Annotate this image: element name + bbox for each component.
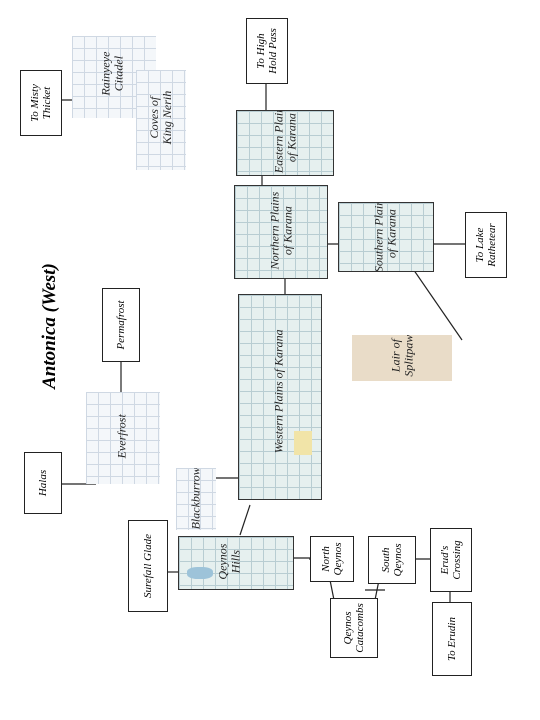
zone-northern-plains-of-karana[interactable]: Northern Plains of Karana <box>234 185 328 279</box>
zone-qeynos-hills[interactable]: Qeynos Hills <box>178 536 294 590</box>
link-qeynos-catacombs[interactable]: Qeynos Catacombs <box>330 598 378 658</box>
link-misty-thicket[interactable]: To Misty Thicket <box>20 70 62 136</box>
link-lake-rathetear[interactable]: To Lake Rathetear <box>465 212 507 278</box>
zone-label-everfrost: Everfrost <box>114 414 129 459</box>
map-title: Antonica (West) <box>39 263 60 389</box>
lake <box>187 567 213 579</box>
link-halas[interactable]: Halas <box>24 452 62 514</box>
link-eruds-crossing[interactable]: Erud's Crossing <box>430 528 472 592</box>
zone-coves-of-king-nerih[interactable]: Coves of King Nerih <box>136 70 186 170</box>
link-north-qeynos[interactable]: North Qeynos <box>310 536 354 582</box>
zone-eastern-plains-of-karana[interactable]: Eastern Plains of Karana <box>236 110 334 176</box>
zone-label-western: Western Plains of Karana <box>271 329 286 454</box>
zone-label-rainyeye: Rainyeye Citadel <box>98 51 125 96</box>
zone-label-southern: Southern Plains of Karana <box>371 202 398 272</box>
zone-blackburrow[interactable]: Blackburrow <box>176 468 216 530</box>
link-surefall-glade[interactable]: Surefall Glade <box>128 520 168 612</box>
zone-southern-plains-of-karana[interactable]: Southern Plains of Karana <box>338 202 434 272</box>
zone-western-plains-of-karana[interactable]: Western Plains of Karana <box>238 294 322 500</box>
zone-label-lair: Lair of Splitpaw <box>388 335 415 377</box>
link-erudin[interactable]: To Erudin <box>432 602 472 676</box>
zone-label-coves: Coves of King Nerih <box>146 90 174 145</box>
zone-label-blackburrow: Blackburrow <box>188 468 203 530</box>
link-south-qeynos[interactable]: South Qeynos <box>368 536 416 584</box>
link-permafrost[interactable]: Permafrost <box>102 288 140 362</box>
zone-lair-of-splitpaw[interactable]: Lair of Splitpaw <box>352 335 452 381</box>
field-patch <box>294 431 312 455</box>
zone-everfrost[interactable]: Everfrost <box>86 392 160 484</box>
link-high-hold-pass[interactable]: To High Hold Pass <box>246 18 288 84</box>
zone-label-qeynos-hills: Qeynos Hills <box>215 543 242 580</box>
zone-label-eastern: Eastern Plains of Karana <box>271 110 298 174</box>
zone-label-northern: Northern Plains of Karana <box>267 191 294 270</box>
